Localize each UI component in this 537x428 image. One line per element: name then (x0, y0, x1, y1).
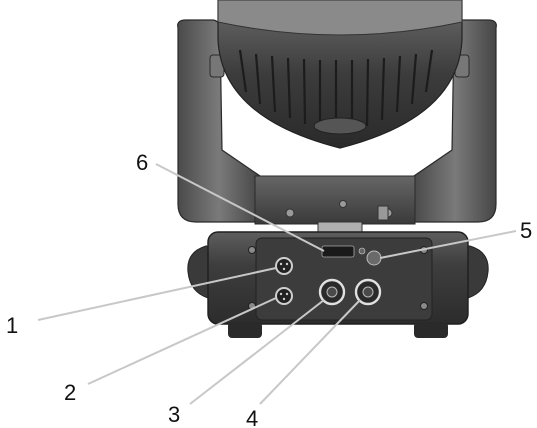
callout-1: 1 (6, 313, 18, 338)
leader-line-3 (189, 299, 325, 405)
xlr-pin (279, 262, 283, 266)
callout-2: 2 (64, 380, 76, 405)
display-window (321, 245, 355, 258)
head-cooling-fins (238, 49, 434, 130)
base-screw (420, 302, 428, 310)
leader-line-2 (87, 297, 277, 385)
moving-head (217, 0, 463, 149)
leader-line-6 (155, 163, 325, 252)
leader-lines (37, 163, 517, 405)
leader-line-5 (379, 230, 517, 259)
callout-5: 5 (520, 218, 532, 243)
callout-labels: 1 2 3 4 5 6 (6, 150, 532, 428)
base-panel (255, 237, 433, 321)
xlr-input-connector (275, 257, 293, 275)
control-button (358, 247, 366, 255)
power-socket-core (326, 286, 338, 298)
yoke-screw-mid (339, 200, 347, 208)
xlr-output-connector (275, 287, 293, 305)
xlr-pin (285, 262, 289, 266)
pan-lock (377, 205, 389, 221)
foot-left (228, 322, 262, 338)
yoke-screw-left (285, 208, 295, 218)
base-screw (248, 246, 256, 254)
callout-6: 6 (136, 150, 148, 175)
power-socket-core (362, 286, 374, 298)
fuse-holder (366, 250, 382, 266)
head-rim (217, 0, 463, 36)
leader-line-1 (37, 267, 277, 321)
yoke-crossbar (254, 175, 416, 225)
callout-4: 4 (246, 406, 258, 428)
xlr-pin (282, 267, 286, 271)
head-bowl (217, 0, 463, 149)
leader-line-4 (259, 299, 361, 405)
xlr-pin (279, 292, 283, 296)
callout-3: 3 (168, 402, 180, 427)
foot-right (414, 322, 448, 338)
xlr-pin (285, 292, 289, 296)
base-housing (187, 231, 489, 338)
xlr-pin (282, 297, 286, 301)
head-logo-plate (313, 117, 367, 135)
